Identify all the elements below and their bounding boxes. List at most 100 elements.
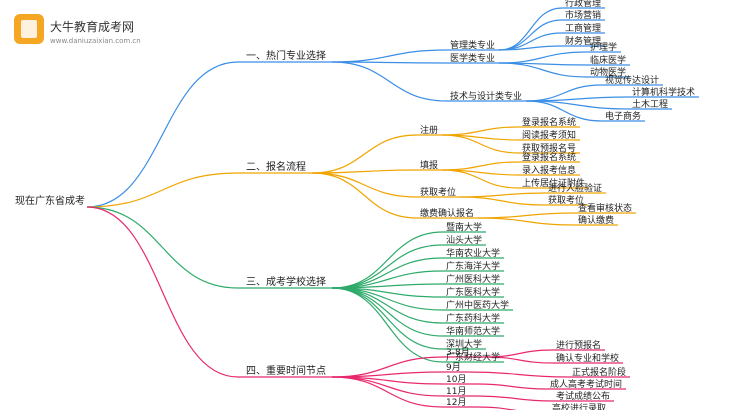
- sub-node: 10月: [446, 374, 466, 385]
- leaf-connector: [525, 96, 630, 102]
- sub-node: 9月: [446, 362, 461, 373]
- sub-connector: [311, 169, 418, 174]
- branch-node: 二、报名流程: [246, 160, 306, 173]
- sub-node: 11月: [446, 386, 466, 397]
- school-connector: [331, 287, 444, 363]
- sub-node: 获取考位: [420, 186, 456, 198]
- sub-node: 3-8月: [446, 347, 470, 358]
- sub-connector: [311, 172, 418, 198]
- leaf-connector: [525, 100, 603, 122]
- leaf-node: 登录报名系统: [522, 116, 576, 128]
- sub-node: 技术与设计类专业: [450, 90, 522, 102]
- leaf-node: 考试成绩公布: [556, 390, 610, 402]
- leaf-connector: [477, 217, 576, 226]
- branch-node: 三、成考学校选择: [246, 275, 326, 288]
- sub-connector: [331, 371, 444, 378]
- leaf-node: 高校进行录取: [552, 402, 606, 410]
- branch-node: 一、热门专业选择: [246, 49, 326, 62]
- sub-node: 管理类专业: [450, 39, 495, 51]
- school-node: 广州中医药大学: [446, 299, 509, 311]
- leaf-node: 上传居住证附件: [522, 177, 585, 189]
- leaf-connector: [477, 212, 576, 219]
- sub-connector: [331, 376, 444, 397]
- leaf-connector: [498, 19, 563, 51]
- leaf-node: 护理学: [590, 41, 617, 53]
- logo-url: www.daniuzaixian.com.cn: [50, 37, 141, 45]
- logo-title: 大牛教育成考网: [50, 19, 134, 34]
- leaf-node: 市场营销: [565, 9, 601, 21]
- leaf-node: 录入报考信息: [522, 164, 576, 176]
- school-node: 华南农业大学: [446, 247, 500, 259]
- school-connector: [331, 231, 444, 289]
- connector-layer: [86, 7, 699, 410]
- leaf-node: 确认缴费: [578, 214, 614, 226]
- leaf-node: 进行人脸验证: [548, 182, 602, 194]
- leaf-connector: [498, 51, 588, 64]
- leaf-node: 获取预报名号: [522, 142, 576, 154]
- leaf-node: 阅读报考须知: [522, 129, 576, 141]
- school-node: 广东医科大学: [446, 286, 500, 298]
- leaf-node: 计算机科学技术: [632, 86, 695, 98]
- leaf-node: 临床医学: [590, 54, 626, 66]
- sub-node: 缴费确认报名: [420, 207, 474, 219]
- branch-connector: [86, 172, 239, 208]
- leaf-node: 行政管理: [565, 0, 601, 9]
- school-node: 广东海洋大学: [446, 260, 500, 272]
- leaf-node: 进行预报名: [556, 339, 601, 351]
- sub-node: 填报: [420, 159, 438, 171]
- school-node: 深圳大学: [446, 338, 482, 350]
- sub-node: 注册: [420, 124, 438, 136]
- leaf-connector: [485, 356, 554, 364]
- school-node: 广东财经大学: [446, 351, 500, 363]
- school-connector: [331, 244, 444, 289]
- leaf-connector: [441, 169, 520, 189]
- school-node: 广州医科大学: [446, 273, 500, 285]
- leaf-connector: [525, 100, 630, 110]
- root-node: 现在广东省成考: [15, 194, 85, 207]
- leaf-node: 获取考位: [548, 194, 584, 206]
- sub-connector: [311, 134, 418, 174]
- leaf-connector: [476, 406, 517, 410]
- leaf-node: 成人高考考试时间: [550, 378, 622, 390]
- branch-connector: [86, 206, 239, 378]
- leaf-node: 动物医学: [590, 66, 626, 78]
- sub-connector: [331, 61, 448, 102]
- leaf-connector: [441, 134, 520, 154]
- school-node: 暨南大学: [446, 221, 482, 233]
- leaf-connector: [476, 395, 554, 402]
- leaf-node: 财务管理: [565, 35, 601, 47]
- sub-node: 12月: [446, 397, 466, 408]
- leaf-connector: [459, 196, 546, 206]
- school-connector: [331, 287, 444, 337]
- leaf-connector: [476, 383, 548, 390]
- leaf-node: 电子商务: [605, 110, 641, 122]
- sub-connector: [311, 172, 418, 219]
- leaf-node: 工商管理: [565, 22, 601, 34]
- logo-book-icon: [21, 20, 37, 38]
- leaf-connector: [441, 161, 520, 171]
- sub-connector: [331, 61, 448, 64]
- school-node: 广东药科大学: [446, 312, 500, 324]
- sub-connector: [331, 376, 444, 408]
- site-logo: 大牛教育成考网 www.daniuzaixian.com.cn: [14, 14, 141, 45]
- node-layer: 现在广东省成考 一、热门专业选择 管理类专业 行政管理市场营销工商管理财务管理医学类专…: [15, 0, 695, 410]
- leaf-connector: [459, 192, 546, 198]
- school-node: 汕头大学: [446, 234, 482, 246]
- leaf-connector: [498, 62, 588, 78]
- branch-connector: [86, 206, 239, 289]
- leaf-node: 确认专业和学校: [556, 352, 619, 364]
- leaf-connector: [441, 126, 520, 136]
- sub-connector: [331, 49, 448, 63]
- leaf-node: 视觉传达设计: [605, 74, 659, 86]
- leaf-connector: [498, 7, 563, 51]
- branch-connector: [86, 61, 239, 208]
- school-connector: [331, 257, 444, 289]
- leaf-connector: [498, 45, 563, 51]
- leaf-node: 土木工程: [632, 98, 668, 110]
- leaf-node: 查看审核状态: [578, 202, 632, 214]
- leaf-connector: [467, 371, 570, 378]
- leaf-node: 登录报名系统: [522, 151, 576, 163]
- school-node: 华南师范大学: [446, 325, 500, 337]
- sub-node: 医学类专业: [450, 52, 495, 64]
